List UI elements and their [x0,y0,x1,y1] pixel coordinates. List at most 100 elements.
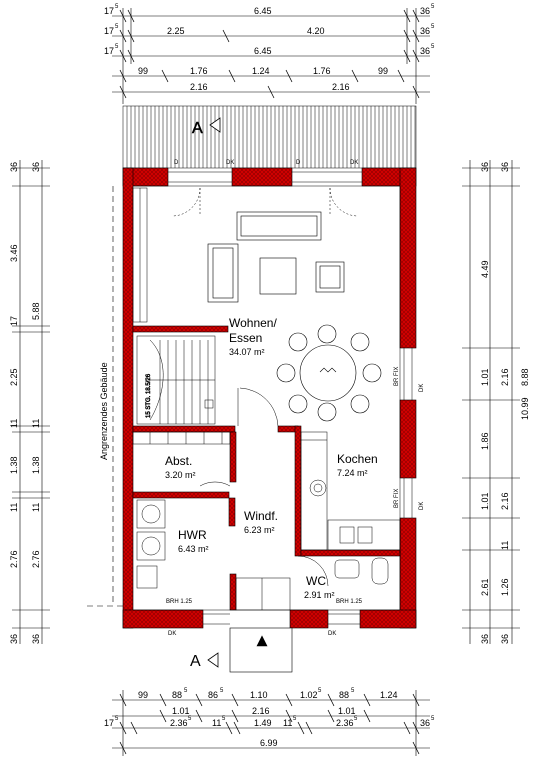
dim-label: 17 [104,46,114,56]
dim-label: 2.76 [31,550,41,568]
left-dimension-labels: 36 36 3.46 17 5.88 2.25 11 11 1.38 1.38 … [9,162,41,644]
dim-label: 1.02 [300,690,318,700]
dim-label: 2.16 [332,82,350,92]
dim-label: 5 [115,716,119,722]
dim-label: 1.26 [500,578,510,596]
dim-label: 36 [420,46,430,56]
dim-label: 2.16 [500,492,510,510]
dk-label: DK [328,631,336,637]
d-label: D [296,160,301,166]
dim-label: 1.38 [9,456,19,474]
dim-label: 36 [31,634,41,644]
dim-label: 2.16 [190,82,208,92]
dim-label: 11 [500,541,510,550]
dim-label: 5 [351,688,355,694]
room-name-wohnen: Wohnen/ [229,316,277,330]
dim-label: 5 [188,716,192,722]
dim-label: 2.36 [170,718,188,728]
dim-label: 17 [9,316,19,326]
room-area-wc: 2.91 m² [304,590,335,600]
dim-label: 1.76 [190,66,208,76]
brh-label: BRH 1.25 [166,599,193,605]
room-area-wohnen: 34.07 m² [229,347,265,357]
dim-label: 5 [431,24,435,30]
dim-label: 11 [9,503,19,512]
room-name-kochen: Kochen [337,452,378,466]
right-dimension-labels: 36 36 4.49 1.01 2.16 8.88 1.86 1.01 2.16… [480,162,530,644]
dim-label: 36 [31,162,41,172]
section-marker-top: A [192,120,203,137]
dim-label: 11 [9,419,19,428]
dim-label: 1.24 [380,690,398,700]
dim-label: 2.61 [480,578,490,596]
room-area-hwr: 6.43 m² [178,544,209,554]
dim-label: 5 [318,688,322,694]
dim-label: 2.36 [336,718,354,728]
dim-label: 36 [500,162,510,172]
furniture [207,211,382,422]
dim-label: 99 [378,66,388,76]
left-dimensions [12,160,50,644]
dk-label: DK [419,502,425,510]
room-area-kochen: 7.24 m² [337,468,368,478]
dim-label: 36 [500,634,510,644]
top-dimensions [112,8,430,104]
stairs-label: 15 STG. 18.5/26 [146,373,152,418]
dim-label: 17 [104,6,114,16]
dim-label: 5 [115,44,119,50]
dim-label: 5 [115,24,119,30]
br-fix-label: BR FIX [394,367,400,386]
dim-label: 6.99 [260,738,278,748]
dim-label: 1.76 [313,66,331,76]
dim-label: 2.25 [9,368,19,386]
staircase: 15 STG. 18.5/26 [136,335,216,425]
br-fix-label: BR FIX [394,489,400,508]
dim-label: 6.45 [254,6,272,16]
dim-label: 5 [293,716,297,722]
dk-label: DK [168,631,176,637]
dim-label: 17 [104,26,114,36]
dim-label: 5 [431,716,435,722]
dim-label: 2.16 [252,706,270,716]
dim-label: 5 [431,4,435,10]
dk-label: DK [226,160,234,166]
dim-label: 88 [172,690,182,700]
dim-label: 1.24 [252,66,270,76]
room-labels: Wohnen/ Essen 34.07 m² Kochen 7.24 m² Ab… [165,316,378,600]
dim-label: 2.76 [9,550,19,568]
neighbor-building-label: Angrenzendes Gebäude [99,362,109,460]
dim-label: 36 [9,634,19,644]
dim-label: 1.01 [338,706,356,716]
dim-label: 99 [138,66,148,76]
right-dimensions [462,160,520,644]
neighbor-building: Angrenzendes Gebäude [87,186,123,607]
dim-label: 36 [9,162,19,172]
entrance-landing: A [190,627,293,673]
room-name-windf: Windf. [244,509,278,523]
dim-label: 5.88 [31,302,41,320]
dim-label: 36 [480,162,490,172]
dim-label: 36 [420,6,430,16]
dim-label: 1.01 [172,706,190,716]
dim-label: 17 [104,718,114,728]
room-name-essen: Essen [229,331,262,345]
dim-label: 1.49 [254,718,272,728]
room-name-hwr: HWR [178,528,207,542]
dim-label: 1.01 [480,492,490,510]
section-marker-bottom: A [190,653,201,670]
dim-label: 2.25 [167,26,185,36]
dim-label: 2.16 [500,368,510,386]
top-dimension-labels: 17 5 6.45 36 5 17 5 2.25 4.20 36 5 17 5 … [104,4,435,92]
dim-label: 8.88 [520,368,530,386]
dim-label: 1.01 [480,368,490,386]
bottom-dimensions [112,690,430,756]
dim-label: 1.38 [31,456,41,474]
dk-label: DK [419,384,425,392]
dim-label: 5 [115,4,119,10]
brh-label: BRH 1.25 [336,599,363,605]
room-name-abst: Abst. [165,454,192,468]
bottom-dimension-labels: 99 88 5 86 5 1.10 1.02 5 88 5 1.24 1.01 … [104,688,435,748]
dim-label: 1.86 [480,432,490,450]
room-area-windf: 6.23 m² [244,525,275,535]
dim-label: 36 [480,634,490,644]
